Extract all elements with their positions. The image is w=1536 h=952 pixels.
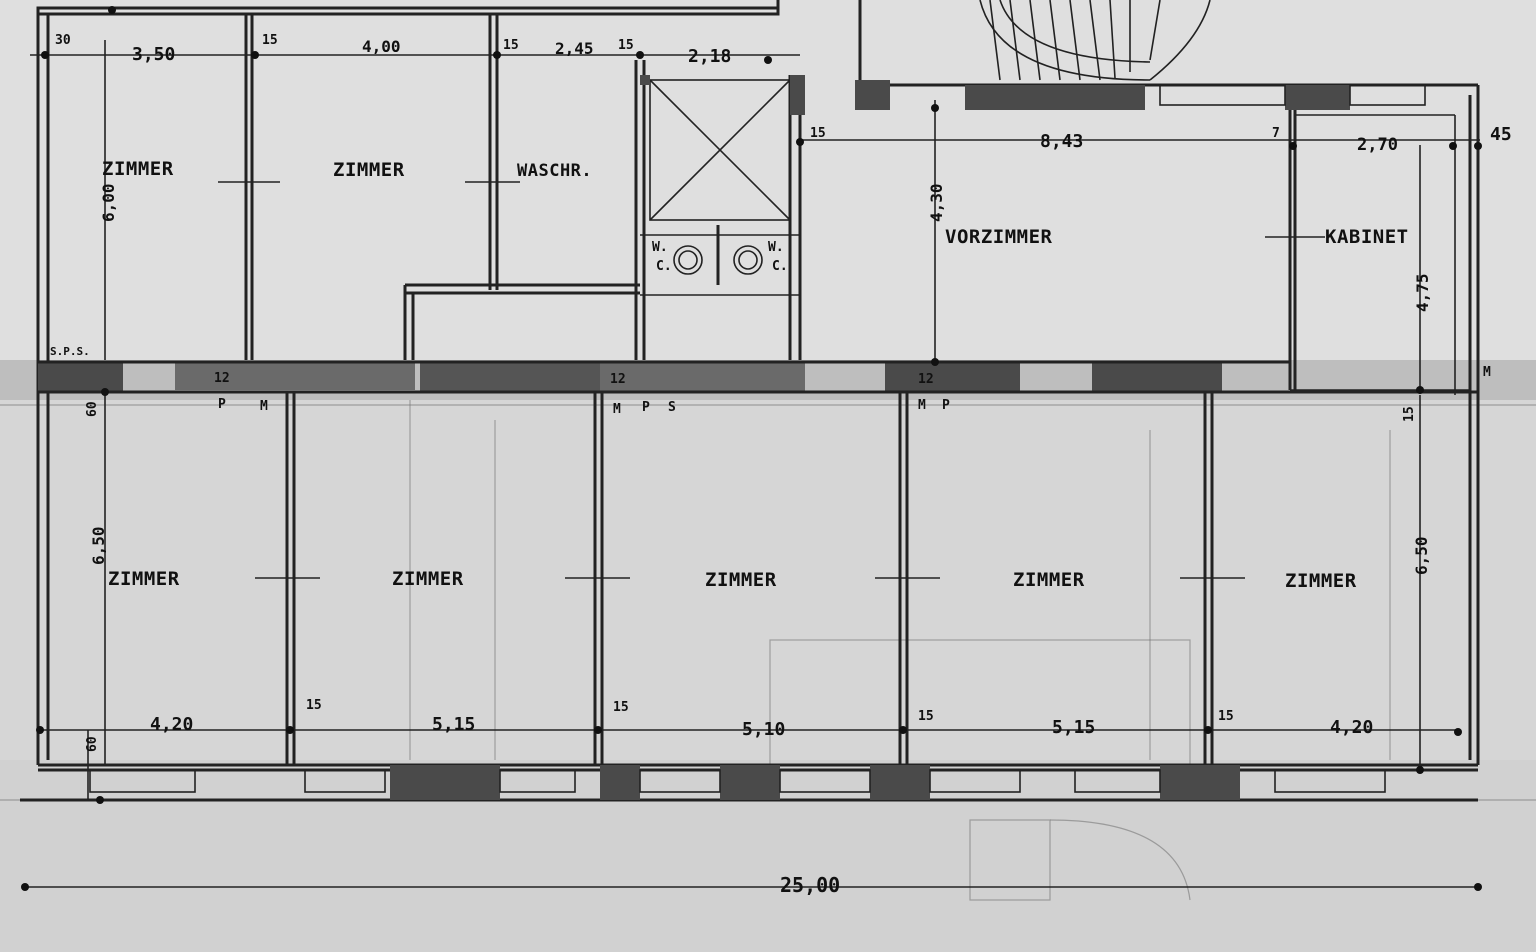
dim-bottom-515-a: 5,15 (432, 714, 475, 735)
dim-top-218: 2,18 (688, 46, 731, 67)
dim-total-2500: 25,00 (780, 873, 840, 897)
wc-right-c: C. (772, 259, 788, 274)
room-label-bottom-zimmer-5: ZIMMER (1285, 570, 1357, 592)
marker-12-c: 12 (918, 372, 934, 387)
room-labels: ZIMMER ZIMMER WASCHR. VORZIMMER KABINET … (102, 158, 1409, 592)
marker-p-c: P (942, 398, 950, 413)
dim-right-270: 2,70 (1357, 135, 1398, 155)
dim-bottom-15-b: 15 (613, 700, 629, 715)
middle-wall (38, 110, 1478, 394)
wc-right-w: W. (768, 240, 784, 255)
dimension-lines (30, 40, 1480, 800)
marker-m-d: M (1483, 365, 1491, 380)
room-label-bottom-zimmer-4: ZIMMER (1013, 569, 1085, 591)
dim-bottom-510: 5,10 (742, 719, 785, 740)
door-marks (218, 181, 1325, 579)
dim-top-15-c: 15 (618, 38, 634, 53)
dim-top-400: 4,00 (362, 37, 401, 56)
marker-p-b: P (642, 400, 650, 415)
dim-bottom-420-b: 4,20 (1330, 717, 1373, 738)
room-label-top-zimmer-2: ZIMMER (333, 159, 405, 181)
markers: S.P.S. 12 P M 12 M P S 12 M P M (50, 345, 1491, 417)
dim-top-245: 2,45 (555, 39, 594, 58)
marker-12-b: 12 (610, 372, 626, 387)
dimension-labels-sides: 60 6,50 15 6,50 60 (85, 401, 1431, 752)
dim-bottom-15-d: 15 (1218, 709, 1234, 724)
wc-left-c: C. (656, 259, 672, 274)
dim-right-650: 6,50 (1412, 536, 1431, 575)
room-label-top-zimmer-1: ZIMMER (102, 158, 174, 180)
marker-m-c: M (918, 398, 926, 413)
dim-bottom-15-a: 15 (306, 698, 322, 713)
room-label-bottom-zimmer-3: ZIMMER (705, 569, 777, 591)
dim-bottom-515-b: 5,15 (1052, 717, 1095, 738)
dim-left-600: 6,00 (99, 183, 118, 222)
marker-p-a: P (218, 397, 226, 412)
dimension-labels-right-upper: 15 8,43 4,30 7 2,70 45 4,75 (810, 124, 1512, 312)
dimension-dots (21, 6, 1482, 891)
dim-right-15-b: 15 (1402, 406, 1417, 422)
room-label-waschraum: WASCHR. (517, 161, 592, 181)
dim-bottom-15-c: 15 (918, 709, 934, 724)
dim-top-15-a: 15 (262, 33, 278, 48)
dimension-labels-bottom: 4,20 15 5,15 15 5,10 15 5,15 15 4,20 25,… (150, 698, 1373, 897)
dim-top-30: 30 (55, 33, 71, 48)
dim-right-7: 7 (1272, 126, 1280, 141)
dim-top-15-b: 15 (503, 38, 519, 53)
marker-m-b: M (613, 402, 621, 417)
bottom-facade (20, 765, 1478, 888)
dim-bottom-420-a: 4,20 (150, 714, 193, 735)
marker-12-a: 12 (214, 371, 230, 386)
dim-left-60-a: 60 (85, 401, 100, 417)
dim-left-60-b: 60 (85, 736, 100, 752)
dim-right-430: 4,30 (927, 183, 946, 222)
room-label-bottom-zimmer-1: ZIMMER (108, 568, 180, 590)
room-label-kabinet: KABINET (1325, 226, 1409, 248)
dim-right-475: 4,75 (1413, 273, 1432, 312)
dim-top-350: 3,50 (132, 44, 175, 65)
dim-right-15-a: 15 (810, 126, 826, 141)
stair-top (855, 0, 1211, 110)
top-partitions (244, 14, 1470, 395)
wc-left-w: W. (652, 240, 668, 255)
marker-m-a: M (260, 399, 268, 414)
room-label-bottom-zimmer-2: ZIMMER (392, 568, 464, 590)
paper-shade-top (0, 0, 1536, 360)
dim-right-45: 45 (1490, 124, 1512, 145)
room-label-vorzimmer: VORZIMMER (945, 226, 1053, 248)
marker-s-b: S (668, 400, 676, 415)
wc-labels: W. C. W. C. (652, 240, 788, 274)
top-facade-windows (1159, 84, 1426, 106)
dimension-labels-top: 30 3,50 15 4,00 15 2,45 15 2,18 6,00 (55, 33, 731, 222)
marker-sps: S.P.S. (50, 345, 90, 358)
dim-right-843: 8,43 (1040, 131, 1083, 152)
dim-left-650: 6,50 (89, 526, 108, 565)
